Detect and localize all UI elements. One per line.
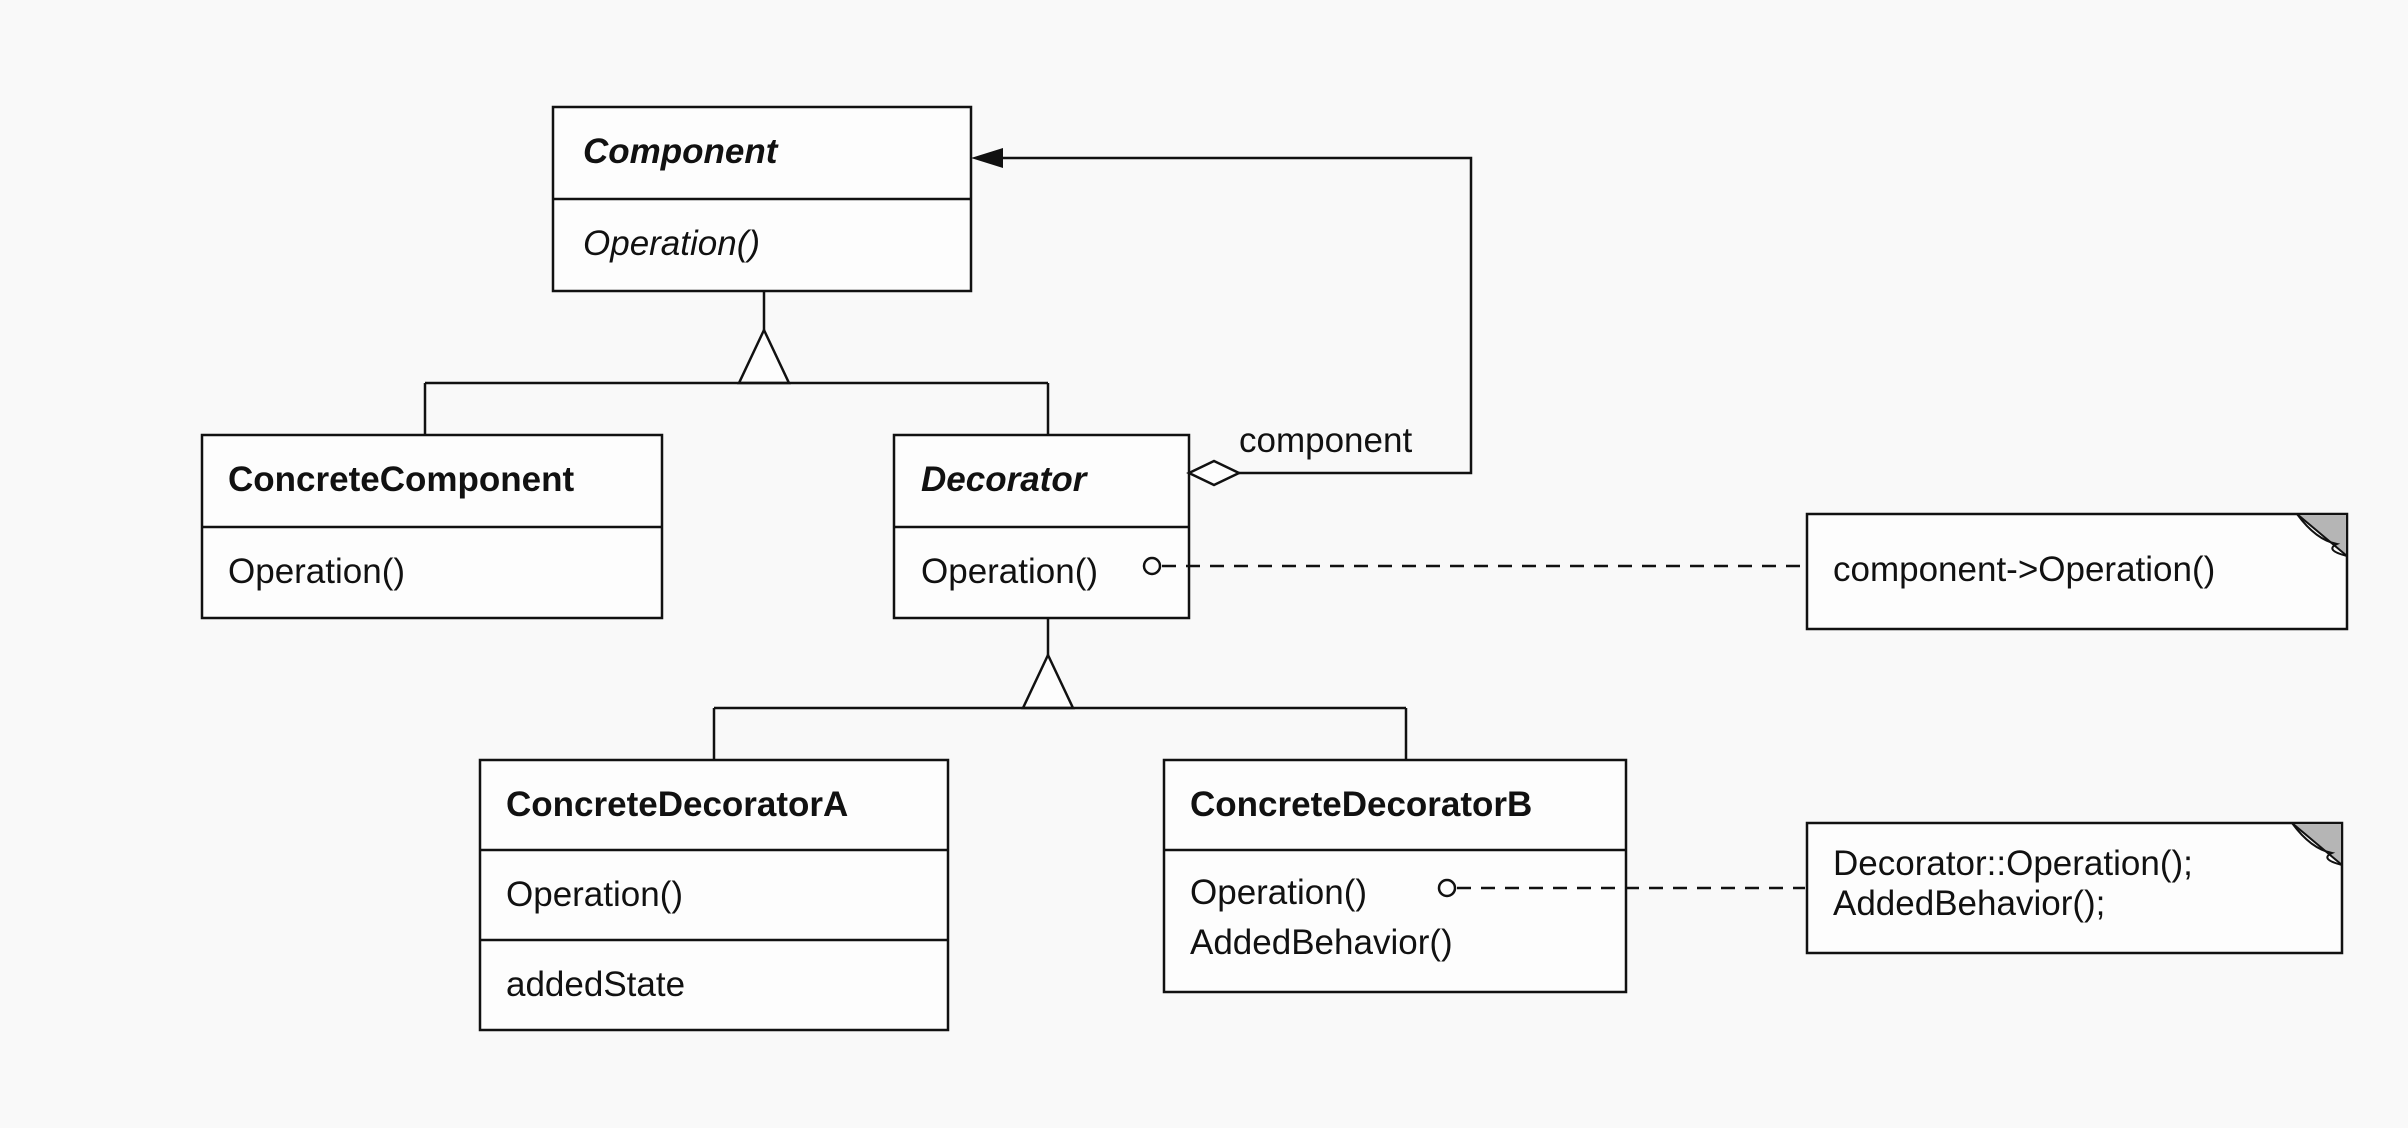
class-concrete-decorator-b-operation: Operation() (1190, 873, 1367, 912)
class-concrete-decorator-b-name: ConcreteDecoratorB (1190, 785, 1532, 824)
class-component: Component Operation() (551, 105, 973, 293)
note-decorator-operation-text: component->Operation() (1833, 550, 2215, 589)
aggregation-diamond-icon (1186, 459, 1242, 487)
note-concrete-decorator-b: Decorator::Operation(); AddedBehavior(); (1437, 821, 2344, 955)
class-concrete-decorator-b: ConcreteDecoratorB Operation() AddedBeha… (1162, 758, 1628, 994)
note-decorator-operation: component->Operation() (1142, 512, 2349, 631)
note-anchor-icon (1142, 556, 1162, 576)
class-component-operation: Operation() (583, 224, 760, 263)
class-concrete-component-operation: Operation() (228, 552, 405, 591)
class-concrete-decorator-a-name: ConcreteDecoratorA (506, 785, 848, 824)
class-concrete-decorator-a: ConcreteDecoratorA Operation() addedStat… (478, 758, 950, 1032)
arrowhead-icon (971, 148, 1003, 168)
class-decorator-name: Decorator (921, 460, 1089, 499)
aggregation-component: component (971, 148, 1473, 487)
note-concrete-decorator-b-line-1: Decorator::Operation(); (1833, 844, 2193, 883)
class-concrete-decorator-b-behavior: AddedBehavior() (1190, 923, 1453, 962)
class-concrete-component: ConcreteComponent Operation() (200, 433, 664, 620)
class-component-name: Component (583, 132, 779, 171)
association-role-label: component (1239, 421, 1412, 460)
generalization-triangle-icon (737, 327, 791, 385)
class-concrete-decorator-a-operation: Operation() (506, 875, 683, 914)
inheritance-decorator (712, 618, 1408, 760)
class-concrete-component-name: ConcreteComponent (228, 460, 574, 499)
note-concrete-decorator-b-line-2: AddedBehavior(); (1833, 884, 2105, 923)
class-decorator: Decorator Operation() (892, 433, 1191, 620)
generalization-triangle-icon (1021, 652, 1075, 710)
class-concrete-decorator-a-state: addedState (506, 965, 685, 1004)
note-anchor-icon (1437, 878, 1457, 898)
class-decorator-operation: Operation() (921, 552, 1098, 591)
inheritance-component (423, 291, 1050, 435)
